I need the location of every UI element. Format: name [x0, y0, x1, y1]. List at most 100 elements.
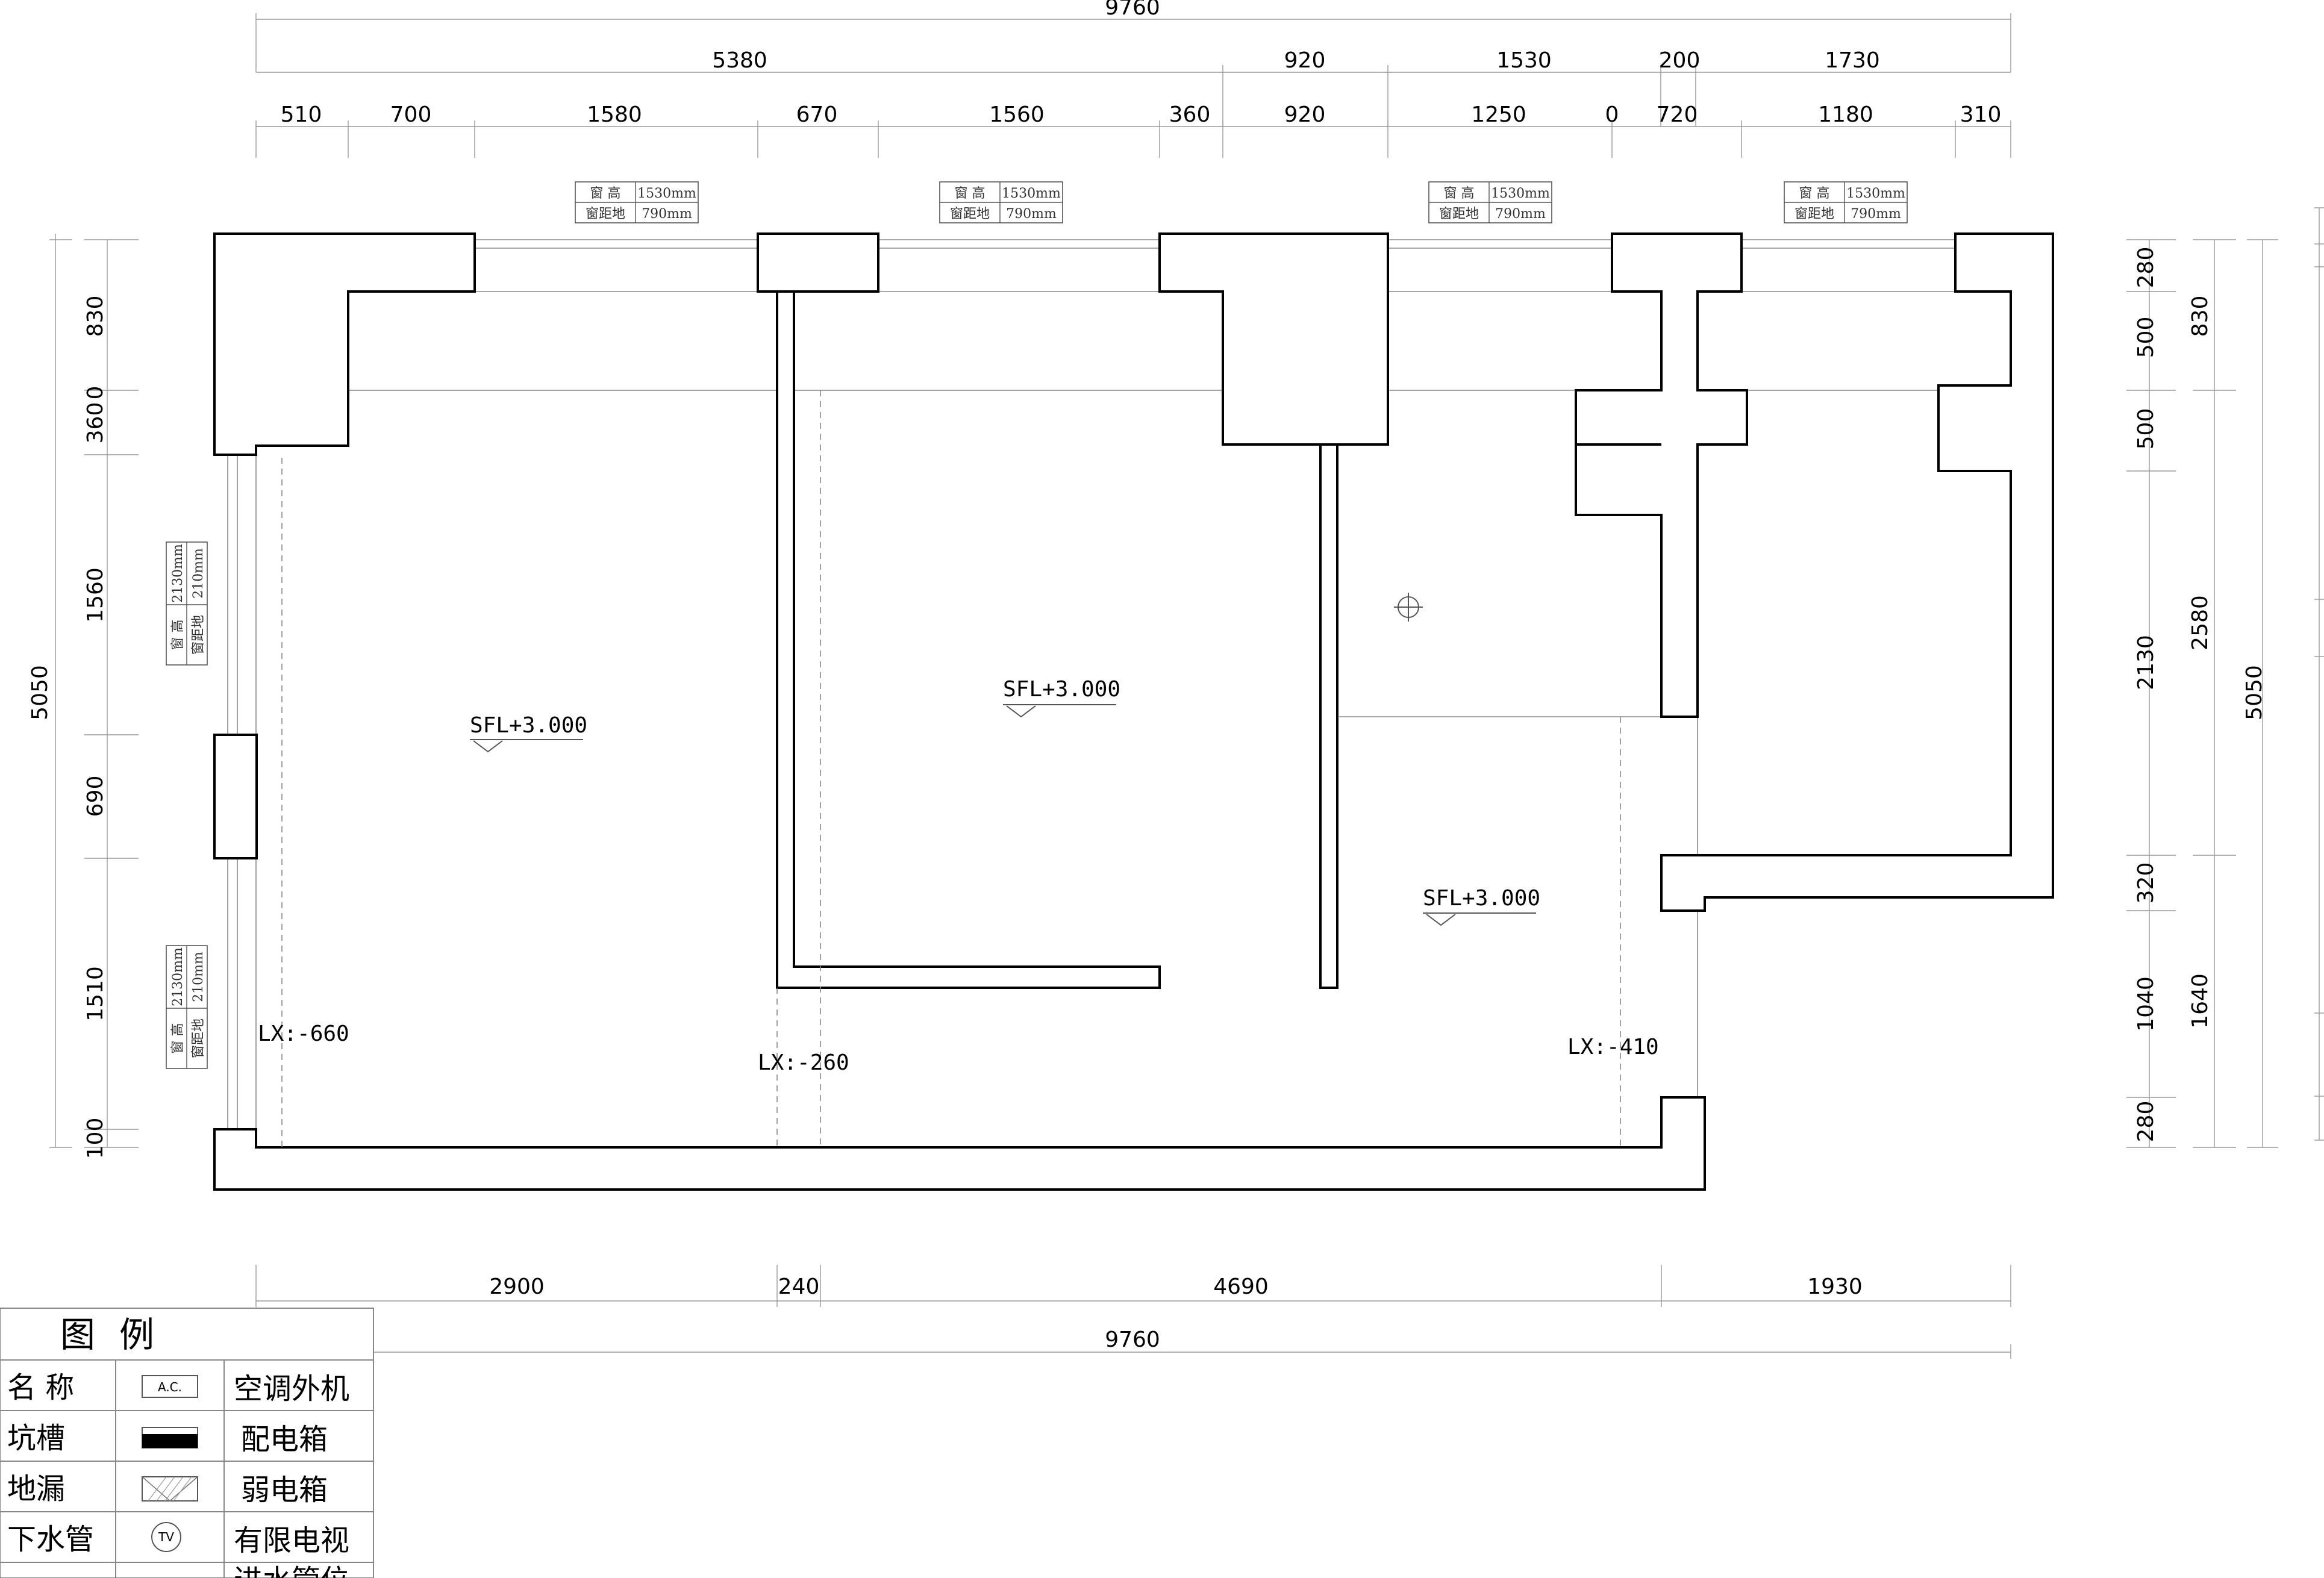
distribution-box-icon: [142, 1427, 198, 1449]
window-height-label: 窗 高: [170, 620, 186, 650]
dim-right-mid-2: 2580: [2188, 595, 2213, 650]
window-tags-top: 窗 高 1530mm 窗距地 790mm 窗 高 1530mm 窗距地 790m…: [575, 181, 1908, 223]
level-labels: SFL+3.000 SFL+3.000 SFL+3.000 LX:-660 LX…: [258, 677, 1659, 1075]
dim-left-2: 360: [83, 402, 108, 444]
dim-top-d7: 920: [1284, 102, 1326, 127]
legend-row-label: 弱电箱: [241, 1473, 328, 1507]
window-tag: 窗 高 1530mm 窗距地 790mm: [575, 181, 699, 223]
dim-top-d4: 670: [796, 102, 838, 127]
dim-right-mid-3: 1640: [2188, 973, 2213, 1029]
dim-top-mid-5: 1730: [1825, 48, 1880, 73]
dim-left-4: 1560: [83, 567, 108, 623]
dim-top-mid-2: 920: [1284, 48, 1326, 73]
floor-level-label: SFL+3.000: [470, 713, 587, 738]
left-dimensions: 5050 830 360 0 1560 690 1510 100: [28, 234, 139, 1159]
beam-label: LX:-410: [1567, 1035, 1659, 1059]
dim-left-1: 830: [83, 296, 108, 337]
dim-bottom-4: 1930: [1807, 1274, 1863, 1299]
dim-top-d6: 360: [1169, 102, 1211, 127]
window-sill-value: 210mm: [191, 952, 206, 1002]
window-height-value: 1530mm: [637, 186, 696, 201]
dim-top-total: 9760: [1105, 0, 1160, 20]
dim-left-total: 5050: [28, 665, 52, 720]
bottom-dimensions: 2900 240 4690 1930 9760: [255, 1265, 2011, 1359]
dim-left-6: 1510: [83, 966, 108, 1021]
dim-bottom-3: 4690: [1213, 1274, 1269, 1299]
ac-unit-icon-label: A.C.: [158, 1380, 182, 1394]
legend-row-name: 名 称: [7, 1371, 74, 1405]
dim-left-7: 100: [83, 1118, 108, 1159]
floor-level-label: SFL+3.000: [1423, 886, 1540, 911]
dim-bottom-total: 9760: [1105, 1327, 1160, 1352]
window-height-label: 窗 高: [170, 1023, 186, 1054]
legend-row-name: 下水管: [7, 1523, 94, 1556]
window-sill-label: 窗距地: [950, 207, 990, 222]
window-height-value: 1530mm: [1491, 186, 1550, 201]
dim-right-inner-2: 500: [2134, 317, 2158, 358]
legend-row-label: 进水管位: [234, 1564, 349, 1578]
window-tag: 窗 高 2130mm 窗距地 210mm: [166, 541, 208, 666]
legend-row-label: 空调外机: [234, 1372, 349, 1406]
dim-left-3: 0: [83, 386, 108, 400]
dim-top-mid-1: 5380: [712, 48, 767, 73]
window-sill-label: 窗距地: [1439, 207, 1479, 222]
dim-right-inner-6: 1040: [2134, 976, 2158, 1032]
dim-right-inner-4: 2130: [2134, 635, 2158, 690]
dim-top-d10: 720: [1657, 102, 1698, 127]
window-sill-label: 窗距地: [1795, 207, 1834, 222]
dim-top-d5: 1560: [989, 102, 1045, 127]
dim-bottom-2: 240: [778, 1274, 820, 1299]
legend-title: 图例: [60, 1314, 178, 1355]
dim-top-mid-4: 200: [1659, 48, 1701, 73]
window-tags-left: 窗 高 2130mm 窗距地 210mm 窗 高 2130mm 窗距地 210m…: [166, 541, 208, 1069]
legend-row-label: 有限电视: [234, 1524, 349, 1558]
dim-right-inner-3: 500: [2134, 408, 2158, 450]
dim-top-d1: 510: [281, 102, 322, 127]
dim-top-d8: 1250: [1471, 102, 1526, 127]
window-sill-label: 窗距地: [191, 615, 206, 655]
dim-right-inner-1: 280: [2134, 247, 2158, 288]
tv-outlet-icon-label: TV: [158, 1530, 174, 1544]
window-tag: 窗 高 1530mm 窗距地 790mm: [939, 181, 1063, 223]
window-sill-value: 790mm: [1851, 207, 1901, 222]
window-sill-value: 210mm: [191, 548, 206, 599]
legend-row-name: 地漏: [7, 1472, 65, 1506]
window-height-value: 2130mm: [170, 544, 186, 603]
window-sill-value: 790mm: [642, 207, 692, 222]
dim-top-d3: 1580: [587, 102, 642, 127]
beam-label: LX:-660: [258, 1021, 349, 1046]
legend-table: 图例 名 称 A.C. 空调外机 坑槽 配电箱 地漏 弱电箱 下水管 TV 有限…: [0, 1308, 374, 1578]
window-tag: 窗 高 1530mm 窗距地 790mm: [1784, 181, 1908, 223]
window-sill-label: 窗距地: [191, 1018, 206, 1058]
window-sill-value: 790mm: [1006, 207, 1057, 222]
window-height-label: 窗 高: [1799, 186, 1830, 201]
dim-left-5: 690: [83, 776, 108, 817]
window-height-label: 窗 高: [955, 186, 986, 201]
window-height-value: 1530mm: [1002, 186, 1061, 201]
beam-label: LX:-260: [758, 1050, 849, 1075]
window-height-value: 2130mm: [170, 947, 186, 1006]
dim-bottom-1: 2900: [489, 1274, 545, 1299]
legend-row-label: 配电箱: [241, 1423, 328, 1456]
dim-top-d11: 1180: [1818, 102, 1873, 127]
weak-current-box-icon: [142, 1476, 198, 1502]
window-tag: 窗 高 2130mm 窗距地 210mm: [166, 945, 208, 1069]
window-height-label: 窗 高: [590, 186, 621, 201]
dim-right-total: 5050: [2242, 665, 2267, 720]
dim-right-mid-1: 830: [2188, 296, 2213, 337]
floor-level-label: SFL+3.000: [1003, 677, 1120, 702]
legend-row-name: 坑槽: [7, 1421, 65, 1455]
right-dimensions: 280 500 500 2130 320 1040 280 830 2580 1…: [2126, 207, 2324, 1148]
window-height-value: 1530mm: [1846, 186, 1905, 201]
dim-top-d2: 700: [390, 102, 432, 127]
floor-drain-icon: [1394, 593, 1423, 622]
dim-top-mid-3: 1530: [1496, 48, 1552, 73]
dim-top-d12: 310: [1960, 102, 2002, 127]
top-dimensions: 9760 5380 920 1530 200 1730 510 700 1580…: [255, 0, 2011, 158]
dim-right-inner-7: 280: [2134, 1101, 2158, 1143]
window-tag: 窗 高 1530mm 窗距地 790mm: [1428, 181, 1552, 223]
walls: [213, 232, 2054, 1191]
window-sill-value: 790mm: [1495, 207, 1546, 222]
dim-right-inner-5: 320: [2134, 862, 2158, 904]
